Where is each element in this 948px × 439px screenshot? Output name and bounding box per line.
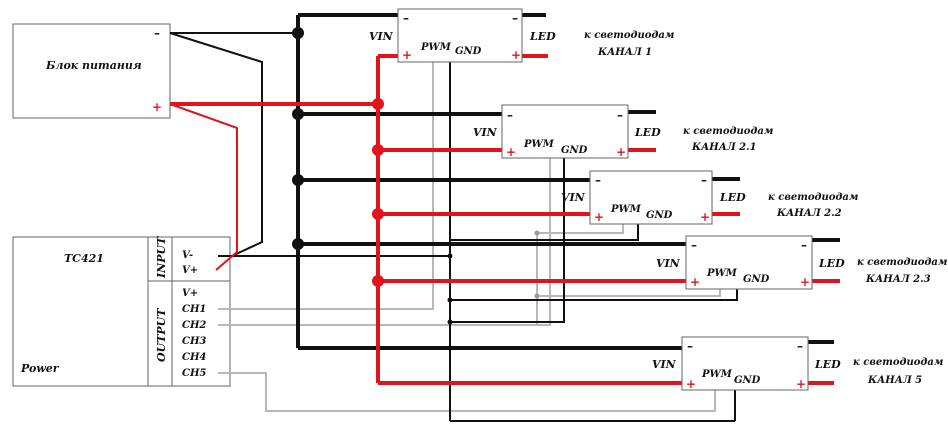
channel-1-name: КАНАЛ 1 <box>597 47 652 58</box>
controller-pin-ch1: CH1 <box>182 304 206 315</box>
channel-2-3-dest: к светодиодам <box>857 257 947 268</box>
controller-output-label: OUTPUT <box>155 308 168 362</box>
controller-pin-vminus: V- <box>182 250 193 261</box>
driver-5-pwm: PWM <box>701 369 733 380</box>
channel-2-2-dest: к светодиодам <box>768 192 858 203</box>
driver-channel-5: – – + + PWM GND VIN LED к светодиодам КА… <box>652 336 943 391</box>
controller-pin-ch2: CH2 <box>182 320 206 331</box>
driver-2-3-vin: VIN <box>656 257 681 270</box>
controller-pin-vplus-out: V+ <box>182 288 198 299</box>
driver-channel-2-1: – – + + PWM GND VIN LED к светодиодам КА… <box>473 104 773 159</box>
driver-2-3-gnd: GND <box>743 274 770 285</box>
driver-2-3-minus-out: – <box>801 238 807 252</box>
driver-2-3-plus-in: + <box>690 275 700 289</box>
signal-wires <box>218 47 721 412</box>
negative-psu-link <box>169 32 738 422</box>
driver-2-2-gnd: GND <box>646 210 673 221</box>
controller-input-label: INPUT <box>155 236 168 279</box>
driver-2-2-minus-in: – <box>595 173 601 187</box>
driver-1-pwm: PWM <box>420 42 452 53</box>
driver-2-1-gnd: GND <box>561 145 588 156</box>
tc421-controller: TC421 Power INPUT OUTPUT V- V+ V+ CH1 CH… <box>12 236 231 387</box>
negative-wires <box>296 13 840 350</box>
driver-1-gnd: GND <box>455 46 482 57</box>
driver-1-led: LED <box>529 30 556 43</box>
channel-1-dest: к светодиодам <box>584 30 674 41</box>
driver-5-gnd: GND <box>734 375 761 386</box>
driver-2-3-led: LED <box>818 257 845 270</box>
driver-2-1-vin: VIN <box>473 126 498 139</box>
psu-plus-terminal: + <box>152 100 162 114</box>
driver-2-2-pwm: PWM <box>610 204 642 215</box>
channel-2-1-name: КАНАЛ 2.1 <box>691 142 757 153</box>
controller-pin-vplus-in: V+ <box>182 265 198 276</box>
positive-controller-link <box>169 103 238 271</box>
driver-2-1-led: LED <box>634 126 661 139</box>
driver-2-2-vin: VIN <box>561 191 586 204</box>
driver-2-1-minus-out: – <box>617 108 623 122</box>
driver-1-minus-out: – <box>512 11 518 25</box>
driver-5-plus-out: + <box>796 377 806 391</box>
driver-2-2-led: LED <box>719 191 746 204</box>
controller-power-label: Power <box>20 362 60 375</box>
driver-2-3-pwm: PWM <box>706 268 738 279</box>
channel-5-name: КАНАЛ 5 <box>867 375 922 386</box>
driver-channel-2-3: – – + + PWM GND VIN LED к светодиодам КА… <box>656 235 947 290</box>
positive-wires <box>170 54 840 385</box>
channel-2-1-dest: к светодиодам <box>683 126 773 137</box>
driver-2-2-minus-out: – <box>701 173 707 187</box>
driver-5-plus-in: + <box>686 377 696 391</box>
controller-title: TC421 <box>64 252 104 265</box>
driver-channel-2-2: – – + + PWM GND VIN LED к светодиодам КА… <box>561 170 858 225</box>
driver-1-plus-in: + <box>402 48 412 62</box>
controller-pin-ch3: CH3 <box>182 336 206 347</box>
psu-minus-terminal: – <box>154 26 160 40</box>
driver-5-led: LED <box>814 358 841 371</box>
driver-2-2-plus-in: + <box>594 210 604 224</box>
junction-dots <box>292 27 540 325</box>
driver-1-vin: VIN <box>369 30 394 43</box>
channel-2-2-name: КАНАЛ 2.2 <box>776 208 842 219</box>
power-supply-unit: Блок питания – + <box>12 23 171 119</box>
psu-label: Блок питания <box>45 59 142 72</box>
channel-2-3-name: КАНАЛ 2.3 <box>865 274 931 285</box>
driver-5-minus-out: – <box>797 339 803 353</box>
driver-2-3-plus-out: + <box>800 275 810 289</box>
controller-pin-ch5: CH5 <box>182 368 206 379</box>
driver-1-minus-in: – <box>403 11 409 25</box>
driver-2-1-pwm: PWM <box>523 139 555 150</box>
driver-channel-1: – – + + PWM GND VIN LED к светодиодам КА… <box>369 8 674 63</box>
controller-pin-ch4: CH4 <box>182 352 206 363</box>
driver-2-3-minus-in: – <box>691 238 697 252</box>
driver-1-plus-out: + <box>511 48 521 62</box>
driver-2-1-plus-in: + <box>506 145 516 159</box>
driver-5-minus-in: – <box>687 339 693 353</box>
driver-2-1-minus-in: – <box>507 108 513 122</box>
driver-5-vin: VIN <box>652 358 677 371</box>
channel-5-dest: к светодиодам <box>853 357 943 368</box>
driver-2-2-plus-out: + <box>700 210 710 224</box>
driver-2-1-plus-out: + <box>616 145 626 159</box>
